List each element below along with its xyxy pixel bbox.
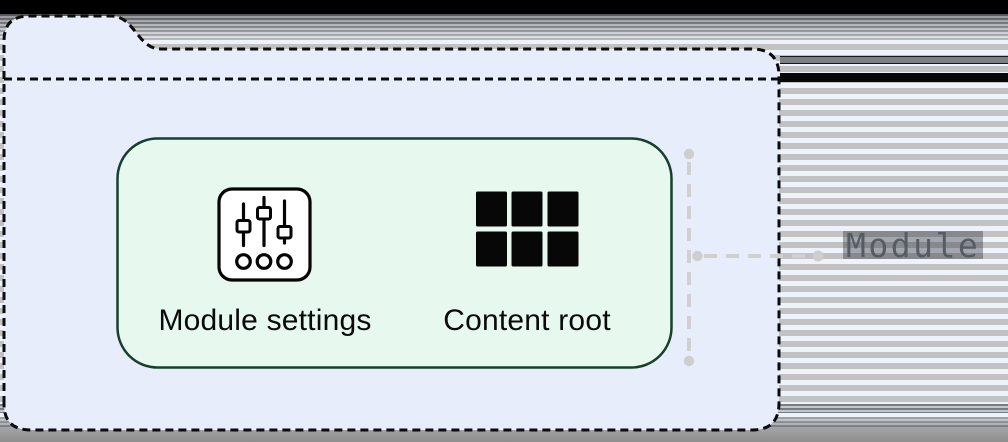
bottom-gray-bar (0, 429, 1008, 442)
top-black-bar (0, 0, 1008, 14)
module-extent-dots (683, 148, 824, 367)
module-extent-line (687, 162, 812, 353)
module-settings-label: Module settings (158, 304, 372, 337)
right-dark-stripe (780, 56, 1008, 64)
module-annotation-label: Module (843, 226, 984, 265)
top-moire-band (0, 14, 1008, 40)
content-root-label: Content root (443, 304, 611, 337)
grid-icon (476, 191, 579, 267)
sliders-icon (217, 187, 312, 282)
right-black-stripe (780, 73, 1008, 82)
